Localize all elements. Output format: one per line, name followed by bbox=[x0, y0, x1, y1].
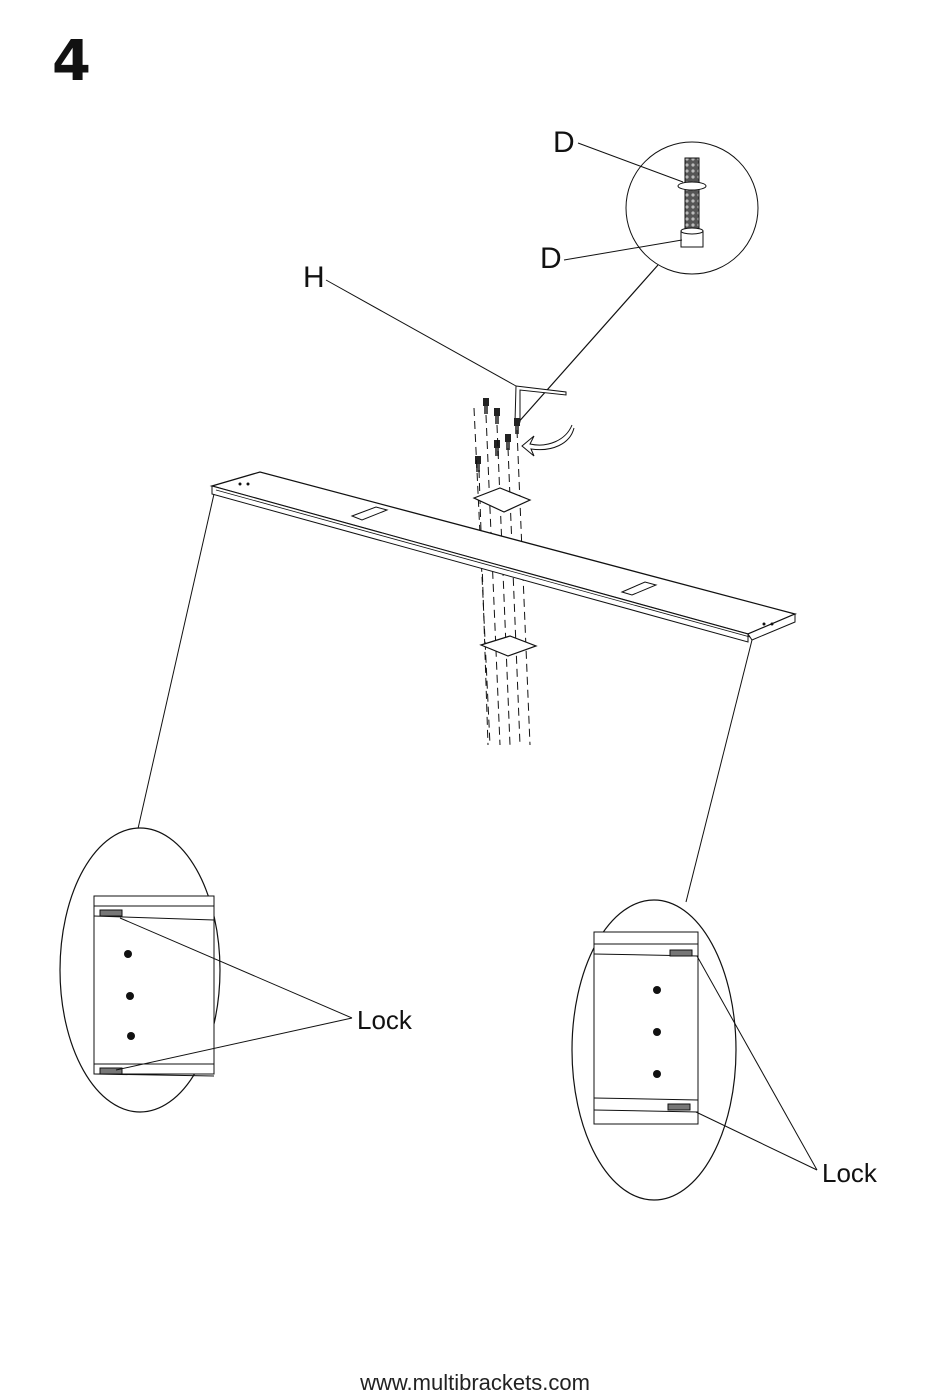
footer-url: www.multibrackets.com bbox=[0, 1370, 950, 1396]
rotation-arrow bbox=[522, 425, 574, 456]
screw-set bbox=[475, 398, 520, 472]
lock-tab bbox=[670, 950, 692, 956]
detail-circle-bolt bbox=[516, 142, 758, 425]
bolt-washer bbox=[678, 182, 706, 190]
lock-tab bbox=[100, 910, 122, 916]
bolt-shaft bbox=[685, 158, 699, 234]
screw bbox=[505, 434, 511, 450]
label-h-group: H bbox=[303, 261, 566, 422]
mounting-plate-top bbox=[474, 488, 530, 512]
allen-key bbox=[515, 386, 566, 422]
lock-tab bbox=[668, 1104, 690, 1110]
label-d-top: D bbox=[553, 126, 575, 159]
screw bbox=[494, 440, 500, 456]
detail-circle-left bbox=[60, 494, 220, 1112]
label-lock-left: Lock bbox=[357, 1005, 413, 1035]
label-h: H bbox=[303, 261, 325, 294]
label-d-bottom: D bbox=[540, 242, 562, 275]
screw bbox=[483, 398, 489, 414]
label-lock-right: Lock bbox=[822, 1158, 878, 1188]
mounting-plate-bottom bbox=[481, 636, 536, 656]
screw bbox=[475, 456, 481, 472]
screw bbox=[494, 408, 500, 424]
detail-circle-right bbox=[572, 640, 752, 1200]
